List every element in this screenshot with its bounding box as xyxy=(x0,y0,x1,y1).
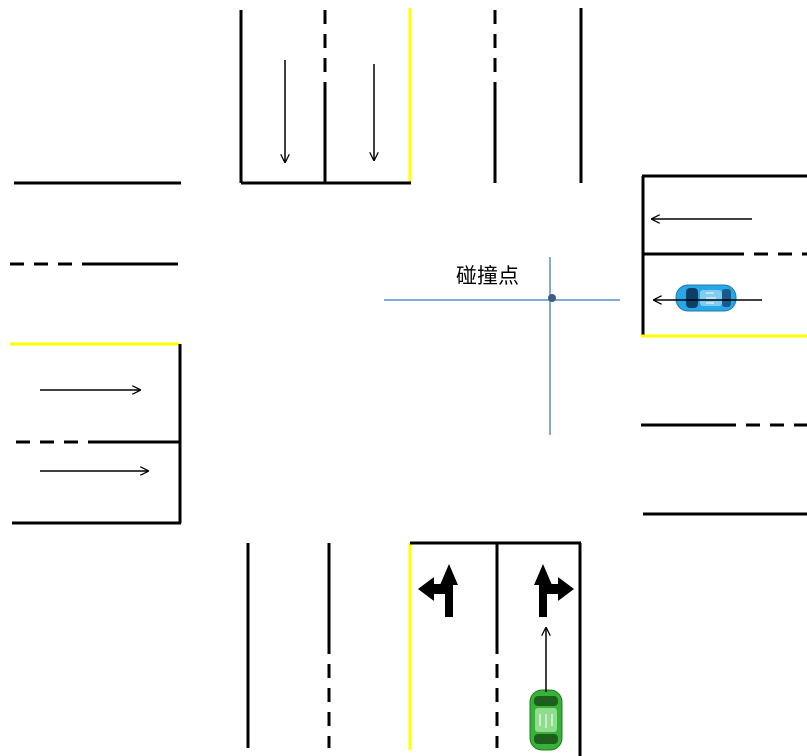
blue-car xyxy=(675,284,737,312)
east-approach xyxy=(641,174,807,516)
south-approach xyxy=(246,541,582,756)
collision-point-marker: 碰撞点 xyxy=(384,257,620,435)
green-car xyxy=(529,689,563,751)
west-approach xyxy=(10,181,182,525)
left-turn-straight-arrow-icon xyxy=(418,564,458,617)
collision-label: 碰撞点 xyxy=(456,264,519,288)
collision-dot xyxy=(548,294,556,302)
north-approach xyxy=(239,8,583,185)
right-turn-straight-arrow-icon xyxy=(534,564,574,617)
